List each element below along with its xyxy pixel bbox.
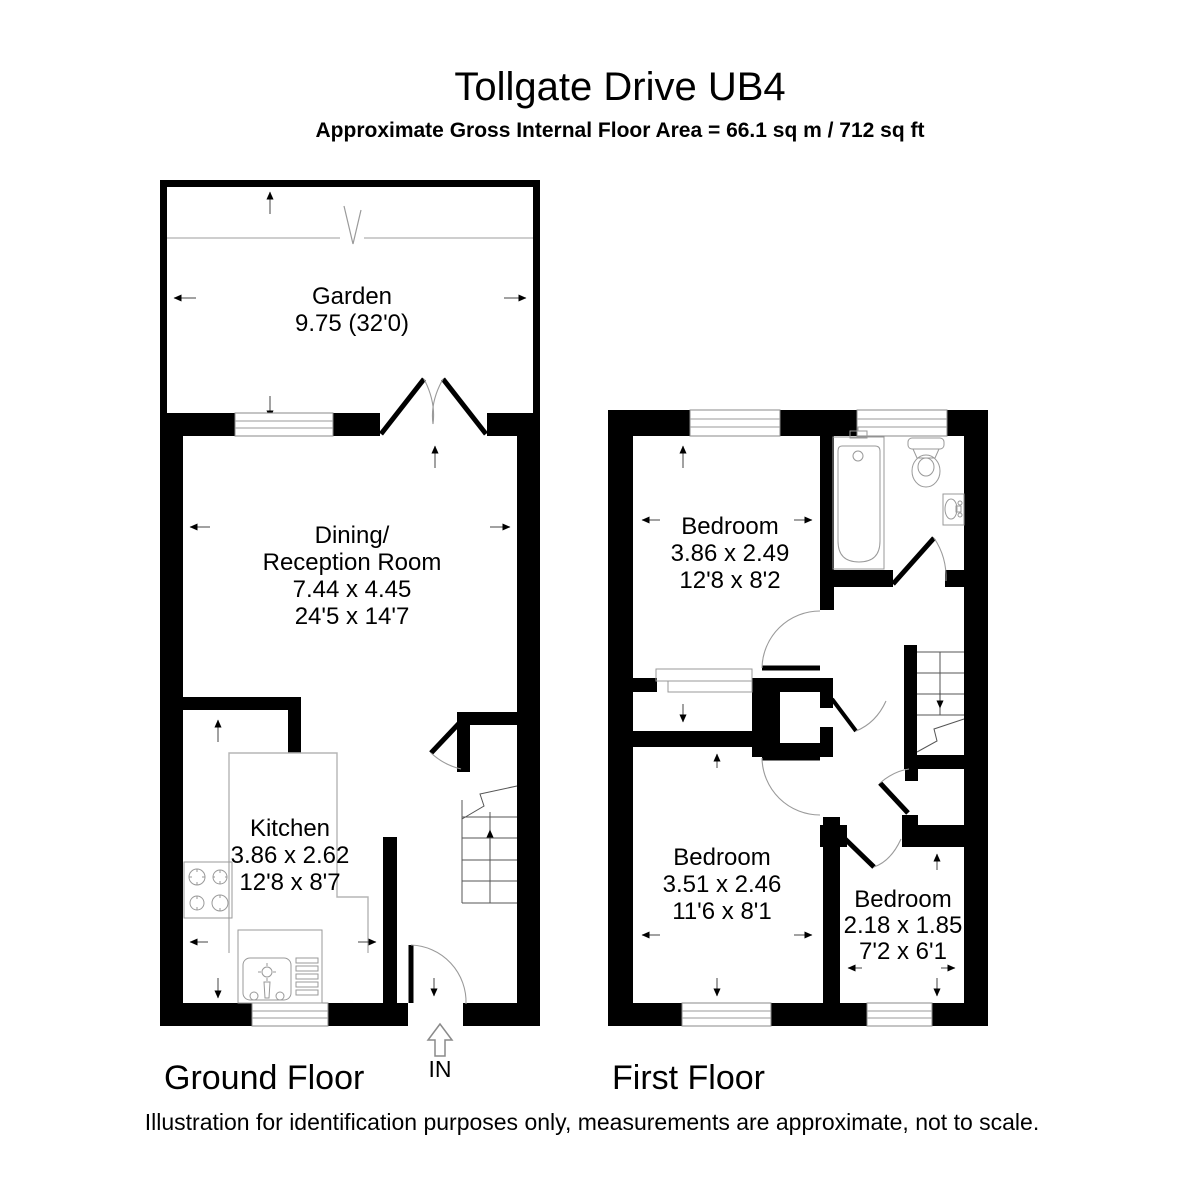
bedroom-divider-wall: [823, 817, 840, 1003]
bedroom1-dim-imperial: 12'8 x 8'2: [679, 567, 780, 594]
garden: Garden 9.75 (32'0): [160, 180, 540, 419]
bathroom-door: [891, 536, 947, 586]
page-title: Tollgate Drive UB4: [454, 65, 785, 109]
page-subtitle: Approximate Gross Internal Floor Area = …: [316, 119, 925, 142]
dining-window: [234, 412, 334, 437]
first-floor-doors: [761, 536, 947, 869]
toilet: [907, 437, 945, 488]
patio-double-doors: [379, 377, 488, 468]
bathroom: [832, 427, 965, 570]
basin: [942, 493, 965, 526]
bedroom3-dim-metric: 2.18 x 1.85: [844, 912, 963, 939]
cupboard: [655, 668, 753, 693]
kitchen: Kitchen 3.86 x 2.62 12'8 x 8'7: [183, 719, 377, 1004]
kitchen-label: Kitchen: [250, 815, 330, 842]
kitchen-walls: [183, 697, 397, 1003]
bedroom1-window: [689, 409, 781, 437]
bedroom2-label: Bedroom: [673, 844, 770, 871]
first-floor-interior-walls: [633, 436, 988, 1003]
stairs-break-line: [461, 785, 518, 820]
landing-door: [878, 768, 910, 815]
bedroom1-label: Bedroom: [681, 513, 778, 540]
bedroom2-window: [681, 1002, 772, 1027]
bedroom2-top-wall: [633, 731, 762, 747]
ground-hallway-stairs: [429, 712, 520, 904]
closet-door: [830, 697, 887, 733]
stove: [183, 861, 233, 919]
dining-dim-imperial: 24'5 x 14'7: [295, 603, 410, 630]
bedroom1-dim-metric: 3.86 x 2.49: [671, 540, 790, 567]
dining-room: Dining/ Reception Room 7.44 x 4.45 24'5 …: [189, 522, 511, 630]
bathtub: [832, 427, 885, 570]
dining-dim-metric: 7.44 x 4.45: [293, 576, 412, 603]
bedroom3-window: [866, 1002, 933, 1027]
stairs-bottom-wall: [904, 755, 988, 769]
bedroom2-door: [761, 755, 821, 816]
draining-board: [295, 957, 319, 996]
bedroom3-label: Bedroom: [854, 886, 951, 913]
bedroom2-dim-metric: 3.51 x 2.46: [663, 871, 782, 898]
kitchen-dim-metric: 3.86 x 2.62: [231, 842, 350, 869]
garden-label: Garden: [312, 283, 392, 310]
kitchen-dimension-arrows: [189, 719, 377, 999]
kitchen-sink: [237, 929, 323, 1004]
bedroom3-door: [840, 834, 902, 869]
disclaimer-text: Illustration for identification purposes…: [145, 1109, 1039, 1135]
bedroom3-top-wall: [902, 825, 964, 847]
bedroom-2: Bedroom 3.51 x 2.46 11'6 x 8'1: [641, 704, 813, 997]
bedroom-3: Bedroom 2.18 x 1.85 7'2 x 6'1: [844, 853, 963, 997]
ground-house-walls: [160, 413, 540, 1026]
break-symbol: [343, 205, 362, 245]
ground-windows: [234, 412, 334, 1027]
kitchen-dim-imperial: 12'8 x 8'7: [239, 869, 340, 896]
ground-floor-plan: Garden 9.75 (32'0): [160, 180, 540, 1097]
bedroom3-dim-imperial: 7'2 x 6'1: [859, 938, 947, 965]
kitchen-counter: [228, 752, 369, 953]
in-label: IN: [429, 1056, 452, 1082]
entrance: IN: [408, 944, 467, 1082]
sink-tap: [263, 981, 271, 999]
first-floor-label: First Floor: [612, 1059, 765, 1097]
dining-label-2: Reception Room: [263, 549, 442, 576]
ground-stairs: [461, 785, 518, 904]
bedroom-1: Bedroom 3.86 x 2.49 12'8 x 8'2: [641, 445, 813, 594]
first-floor-windows: [681, 409, 948, 1027]
garden-dim: 9.75 (32'0): [295, 310, 409, 337]
ground-floor-label: Ground Floor: [164, 1059, 364, 1097]
bedroom1-door: [761, 610, 821, 671]
stairs-break-line: [916, 718, 965, 753]
first-floor-outer-walls: [608, 410, 988, 1026]
dining-label-1: Dining/: [315, 522, 390, 549]
bathroom-window: [856, 409, 948, 437]
bedroom2-dim-imperial: 11'6 x 8'1: [672, 898, 771, 925]
bathroom-bedroom-wall: [820, 436, 834, 610]
in-arrow: [426, 1022, 454, 1057]
first-floor-plan: Bedroom 3.86 x 2.49 12'8 x 8'2 Bedroom 3…: [608, 409, 988, 1097]
first-floor-stairs: [916, 651, 965, 753]
bathroom-bottom-wall: [833, 570, 893, 587]
hall-door-leaf: [429, 714, 468, 755]
kitchen-window: [251, 1002, 329, 1027]
bedroom1-bottom-wall: [633, 678, 657, 692]
stairs-side-wall: [904, 645, 917, 755]
